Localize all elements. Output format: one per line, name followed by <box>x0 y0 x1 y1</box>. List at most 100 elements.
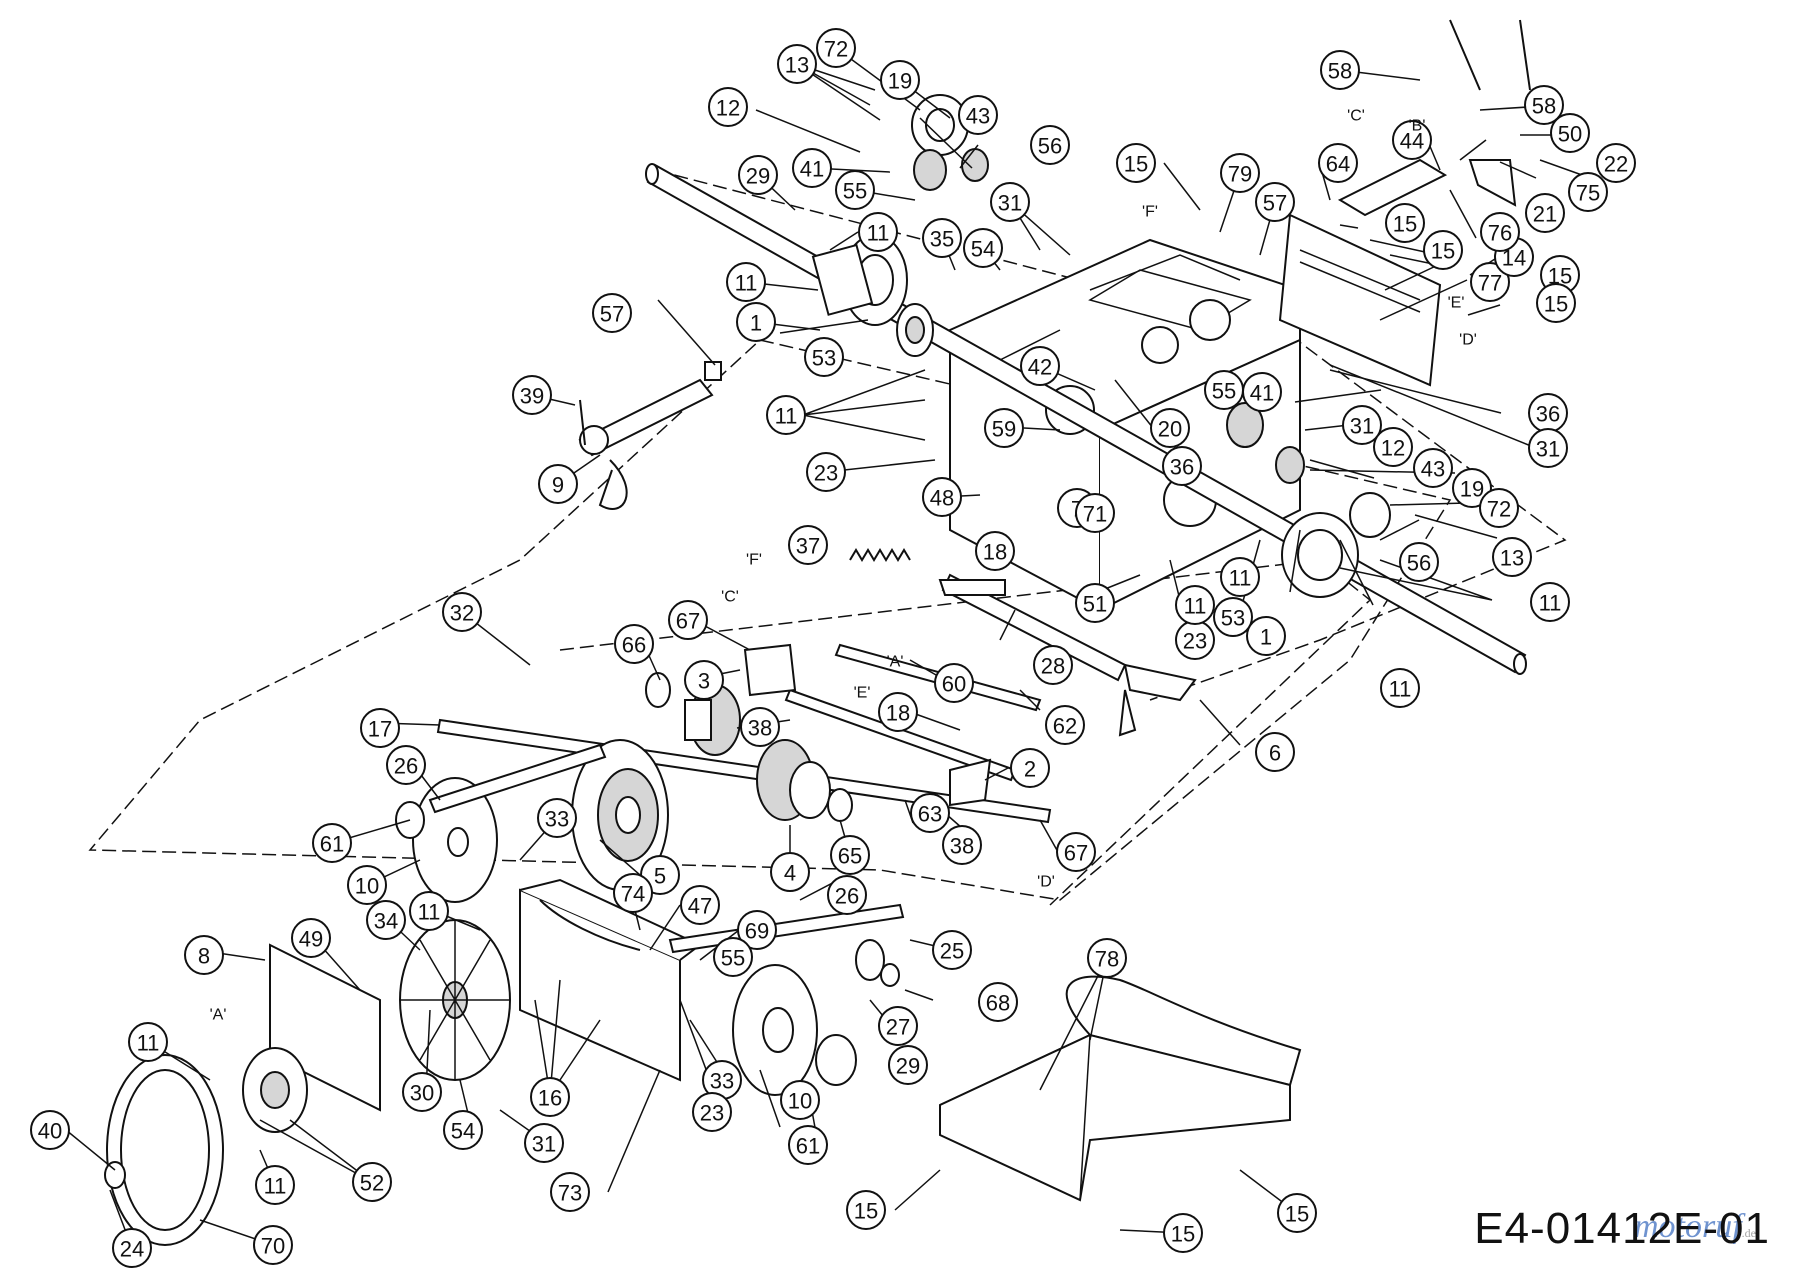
drive-pulley <box>104 1054 224 1246</box>
callout-label: 15 <box>1431 239 1455 264</box>
callout-label: 65 <box>838 844 862 869</box>
callout-label: 56 <box>1407 551 1431 576</box>
callout-label: 39 <box>520 384 544 409</box>
callout-67: 67 <box>668 600 708 640</box>
callout-70: 70 <box>253 1225 293 1265</box>
reference-mark-label: 'F' <box>746 552 762 569</box>
callout-label: 72 <box>824 37 848 62</box>
callout-35: 35 <box>922 218 962 258</box>
callout-label: 5 <box>654 864 666 889</box>
callout-26: 26 <box>386 745 426 785</box>
callout-40: 40 <box>30 1110 70 1150</box>
callout-label: 48 <box>930 486 954 511</box>
callout-label: 50 <box>1558 122 1582 147</box>
callout-label: 61 <box>320 832 344 857</box>
callout-label: 15 <box>1285 1202 1309 1227</box>
reference-mark-label: 'E' <box>1448 295 1465 312</box>
callout-label: 13 <box>785 53 809 78</box>
callout-label: 36 <box>1170 455 1194 480</box>
callout-53: 53 <box>804 337 844 377</box>
callout-label: 68 <box>986 991 1010 1016</box>
callout-51: 51 <box>1075 583 1115 623</box>
callout-4: 4 <box>770 852 810 892</box>
drawing-code: E4-01412E-01 <box>1474 1204 1770 1253</box>
callout-26: 26 <box>827 875 867 915</box>
callout-label: 74 <box>621 882 645 907</box>
callout-11: 11 <box>1380 668 1420 708</box>
reference-mark-label: 'A' <box>887 654 904 671</box>
callout-11: 11 <box>766 395 806 435</box>
callout-49: 49 <box>291 918 331 958</box>
callout-65: 65 <box>830 835 870 875</box>
callout-43: 43 <box>958 95 998 135</box>
callout-label: 11 <box>867 221 890 246</box>
reference-mark: 'D' <box>1037 874 1055 891</box>
callout-31: 31 <box>990 182 1030 222</box>
callout-label: 70 <box>261 1234 285 1259</box>
callout-34: 34 <box>366 900 406 940</box>
gear-hub-left <box>645 672 741 756</box>
sprocket-bracket <box>743 643 992 807</box>
reference-mark: 'E' <box>1448 295 1465 312</box>
reference-mark: 'E' <box>854 685 871 702</box>
callout-label: 11 <box>137 1031 160 1056</box>
callout-label: 32 <box>450 601 474 626</box>
callout-label: 57 <box>1263 191 1287 216</box>
callout-label: 61 <box>796 1134 820 1159</box>
callout-label: 23 <box>700 1101 724 1126</box>
callout-label: 34 <box>374 909 398 934</box>
callout-33: 33 <box>702 1060 742 1100</box>
callout-72: 72 <box>816 28 856 68</box>
callout-9: 9 <box>538 464 578 504</box>
callout-label: 60 <box>942 672 966 697</box>
pulley-large <box>571 739 669 891</box>
callout-11: 11 <box>726 262 766 302</box>
callout-label: 36 <box>1536 402 1560 427</box>
callout-label: 42 <box>1028 355 1052 380</box>
spring <box>849 548 911 562</box>
callout-label: 71 <box>1083 502 1107 527</box>
callout-41: 41 <box>792 148 832 188</box>
callout-36: 36 <box>1162 446 1202 486</box>
watermark-logo: motoruf.de <box>1633 1208 1756 1245</box>
callout-label: 31 <box>1536 437 1560 462</box>
sprocket-mid <box>756 739 853 822</box>
callout-22: 22 <box>1596 143 1636 183</box>
reference-mark: 'B' <box>1409 118 1426 135</box>
callout-label: 58 <box>1532 94 1556 119</box>
callout-15: 15 <box>1163 1213 1203 1253</box>
callout-label: 19 <box>888 69 912 94</box>
callout-38: 38 <box>740 707 780 747</box>
callout-27: 27 <box>878 1006 918 1046</box>
callout-label: 64 <box>1326 152 1350 177</box>
callout-label: 12 <box>716 96 740 121</box>
callout-label: 28 <box>1041 654 1065 679</box>
callout-19: 19 <box>880 60 920 100</box>
callout-label: 2 <box>1024 757 1036 782</box>
callout-23: 23 <box>806 452 846 492</box>
drive-chain-left <box>428 743 607 814</box>
callout-label: 11 <box>1539 591 1562 616</box>
callout-1: 1 <box>736 302 776 342</box>
callout-label: 56 <box>1038 134 1062 159</box>
callout-56: 56 <box>1030 125 1070 165</box>
group-outline-inner <box>559 559 1372 906</box>
callout-label: 67 <box>676 609 700 634</box>
callout-74: 74 <box>613 873 653 913</box>
callout-label: 44 <box>1400 129 1424 154</box>
callout-54: 54 <box>963 228 1003 268</box>
callout-label: 10 <box>788 1089 812 1114</box>
callout-78: 78 <box>1087 938 1127 978</box>
callout-13: 13 <box>777 44 817 84</box>
callout-42: 42 <box>1020 346 1060 386</box>
callout-59: 59 <box>984 408 1024 448</box>
reference-mark: 'C' <box>721 589 739 606</box>
callout-31: 31 <box>524 1123 564 1163</box>
callout-label: 17 <box>368 717 392 742</box>
lower-frame <box>519 878 702 1082</box>
callout-label: 24 <box>120 1237 144 1262</box>
callout-2: 2 <box>1010 748 1050 788</box>
callout-label: 18 <box>983 540 1007 565</box>
chute-crank <box>578 361 722 510</box>
